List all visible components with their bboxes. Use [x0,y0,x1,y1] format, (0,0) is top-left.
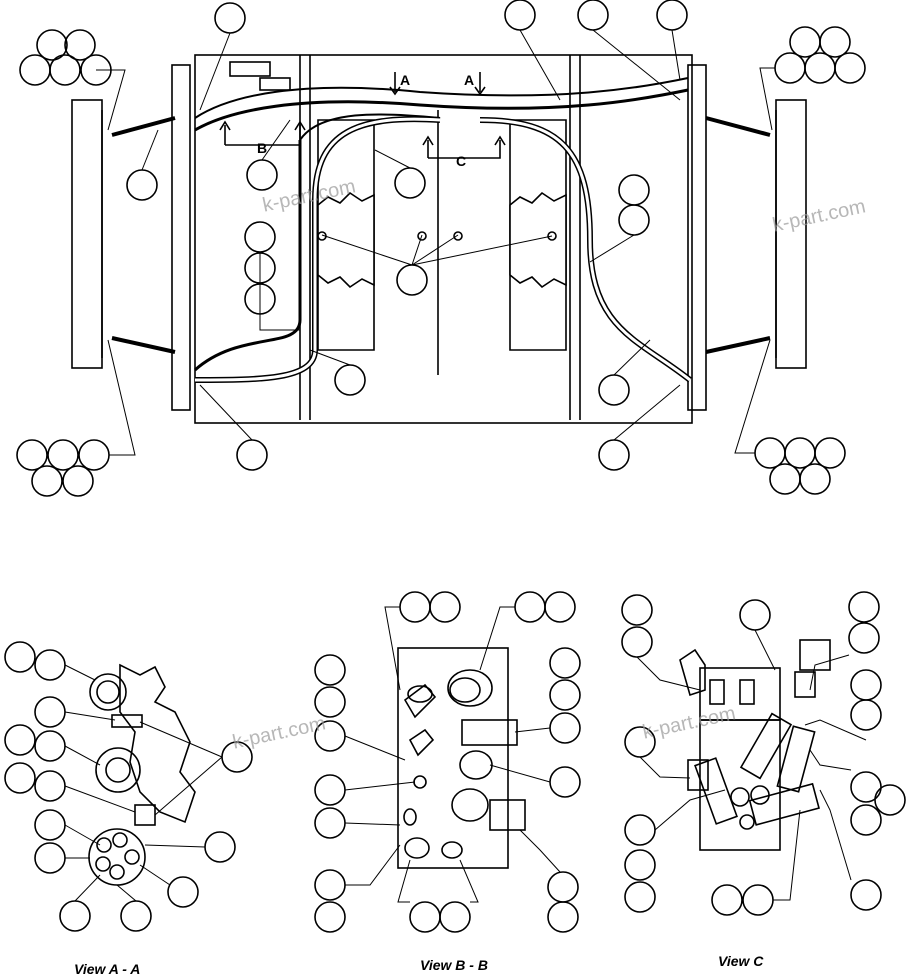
callout-bubble [769,463,801,495]
right-rail [687,64,707,411]
view-a-title: View A - A [74,961,141,977]
callout-bubble-group [16,0,866,497]
callout-bubble [236,439,268,471]
callout-bubble [598,374,630,406]
callout-bubble [394,167,426,199]
callout-bubble [656,0,688,31]
callout-bubble [789,26,821,58]
callout-bubble-group [4,641,253,932]
leader-lines [96,29,775,456]
callout-bubble [834,52,866,84]
callout-bubble [799,463,831,495]
callout-bubble [819,26,851,58]
callout-bubble [334,364,366,396]
section-marker-a-right: A [464,72,475,88]
callout-bubble [47,439,79,471]
callout-bubble [31,465,63,497]
callout-bubble [126,169,158,201]
callout-bubble [618,204,650,236]
callout-bubble [62,465,94,497]
section-marker-b: B [257,140,268,156]
section-marker-a-left: A [400,72,411,88]
view-b-title: View B - B [420,957,488,973]
callout-bubble [784,437,816,469]
left-rail [171,64,191,411]
callout-bubble [16,439,48,471]
callout-bubble-group [621,591,906,916]
callout-bubble [618,174,650,206]
callout-bubble [577,0,609,31]
callout-bubble [598,439,630,471]
main-view [16,0,866,497]
section-arrows [219,72,506,159]
section-marker-c: C [456,153,467,169]
callout-bubble [49,54,81,86]
callout-bubble [754,437,786,469]
callout-bubble [64,29,96,61]
callout-bubble [78,439,110,471]
callout-bubble [246,159,278,191]
callout-bubble [214,2,246,34]
callout-bubble [396,264,428,296]
view-b-b [314,591,581,933]
callout-bubble [814,437,846,469]
view-c [621,591,906,916]
callout-bubble [19,54,51,86]
callout-bubble [36,29,68,61]
view-c-title: View C [718,953,764,969]
frame-outline [194,54,693,424]
left-plate [71,99,103,369]
callout-bubble [774,52,806,84]
callout-bubble [504,0,536,31]
callout-bubble [244,221,276,253]
callout-bubble-group [314,591,581,933]
view-a-a [4,641,253,932]
callout-bubble [804,52,836,84]
